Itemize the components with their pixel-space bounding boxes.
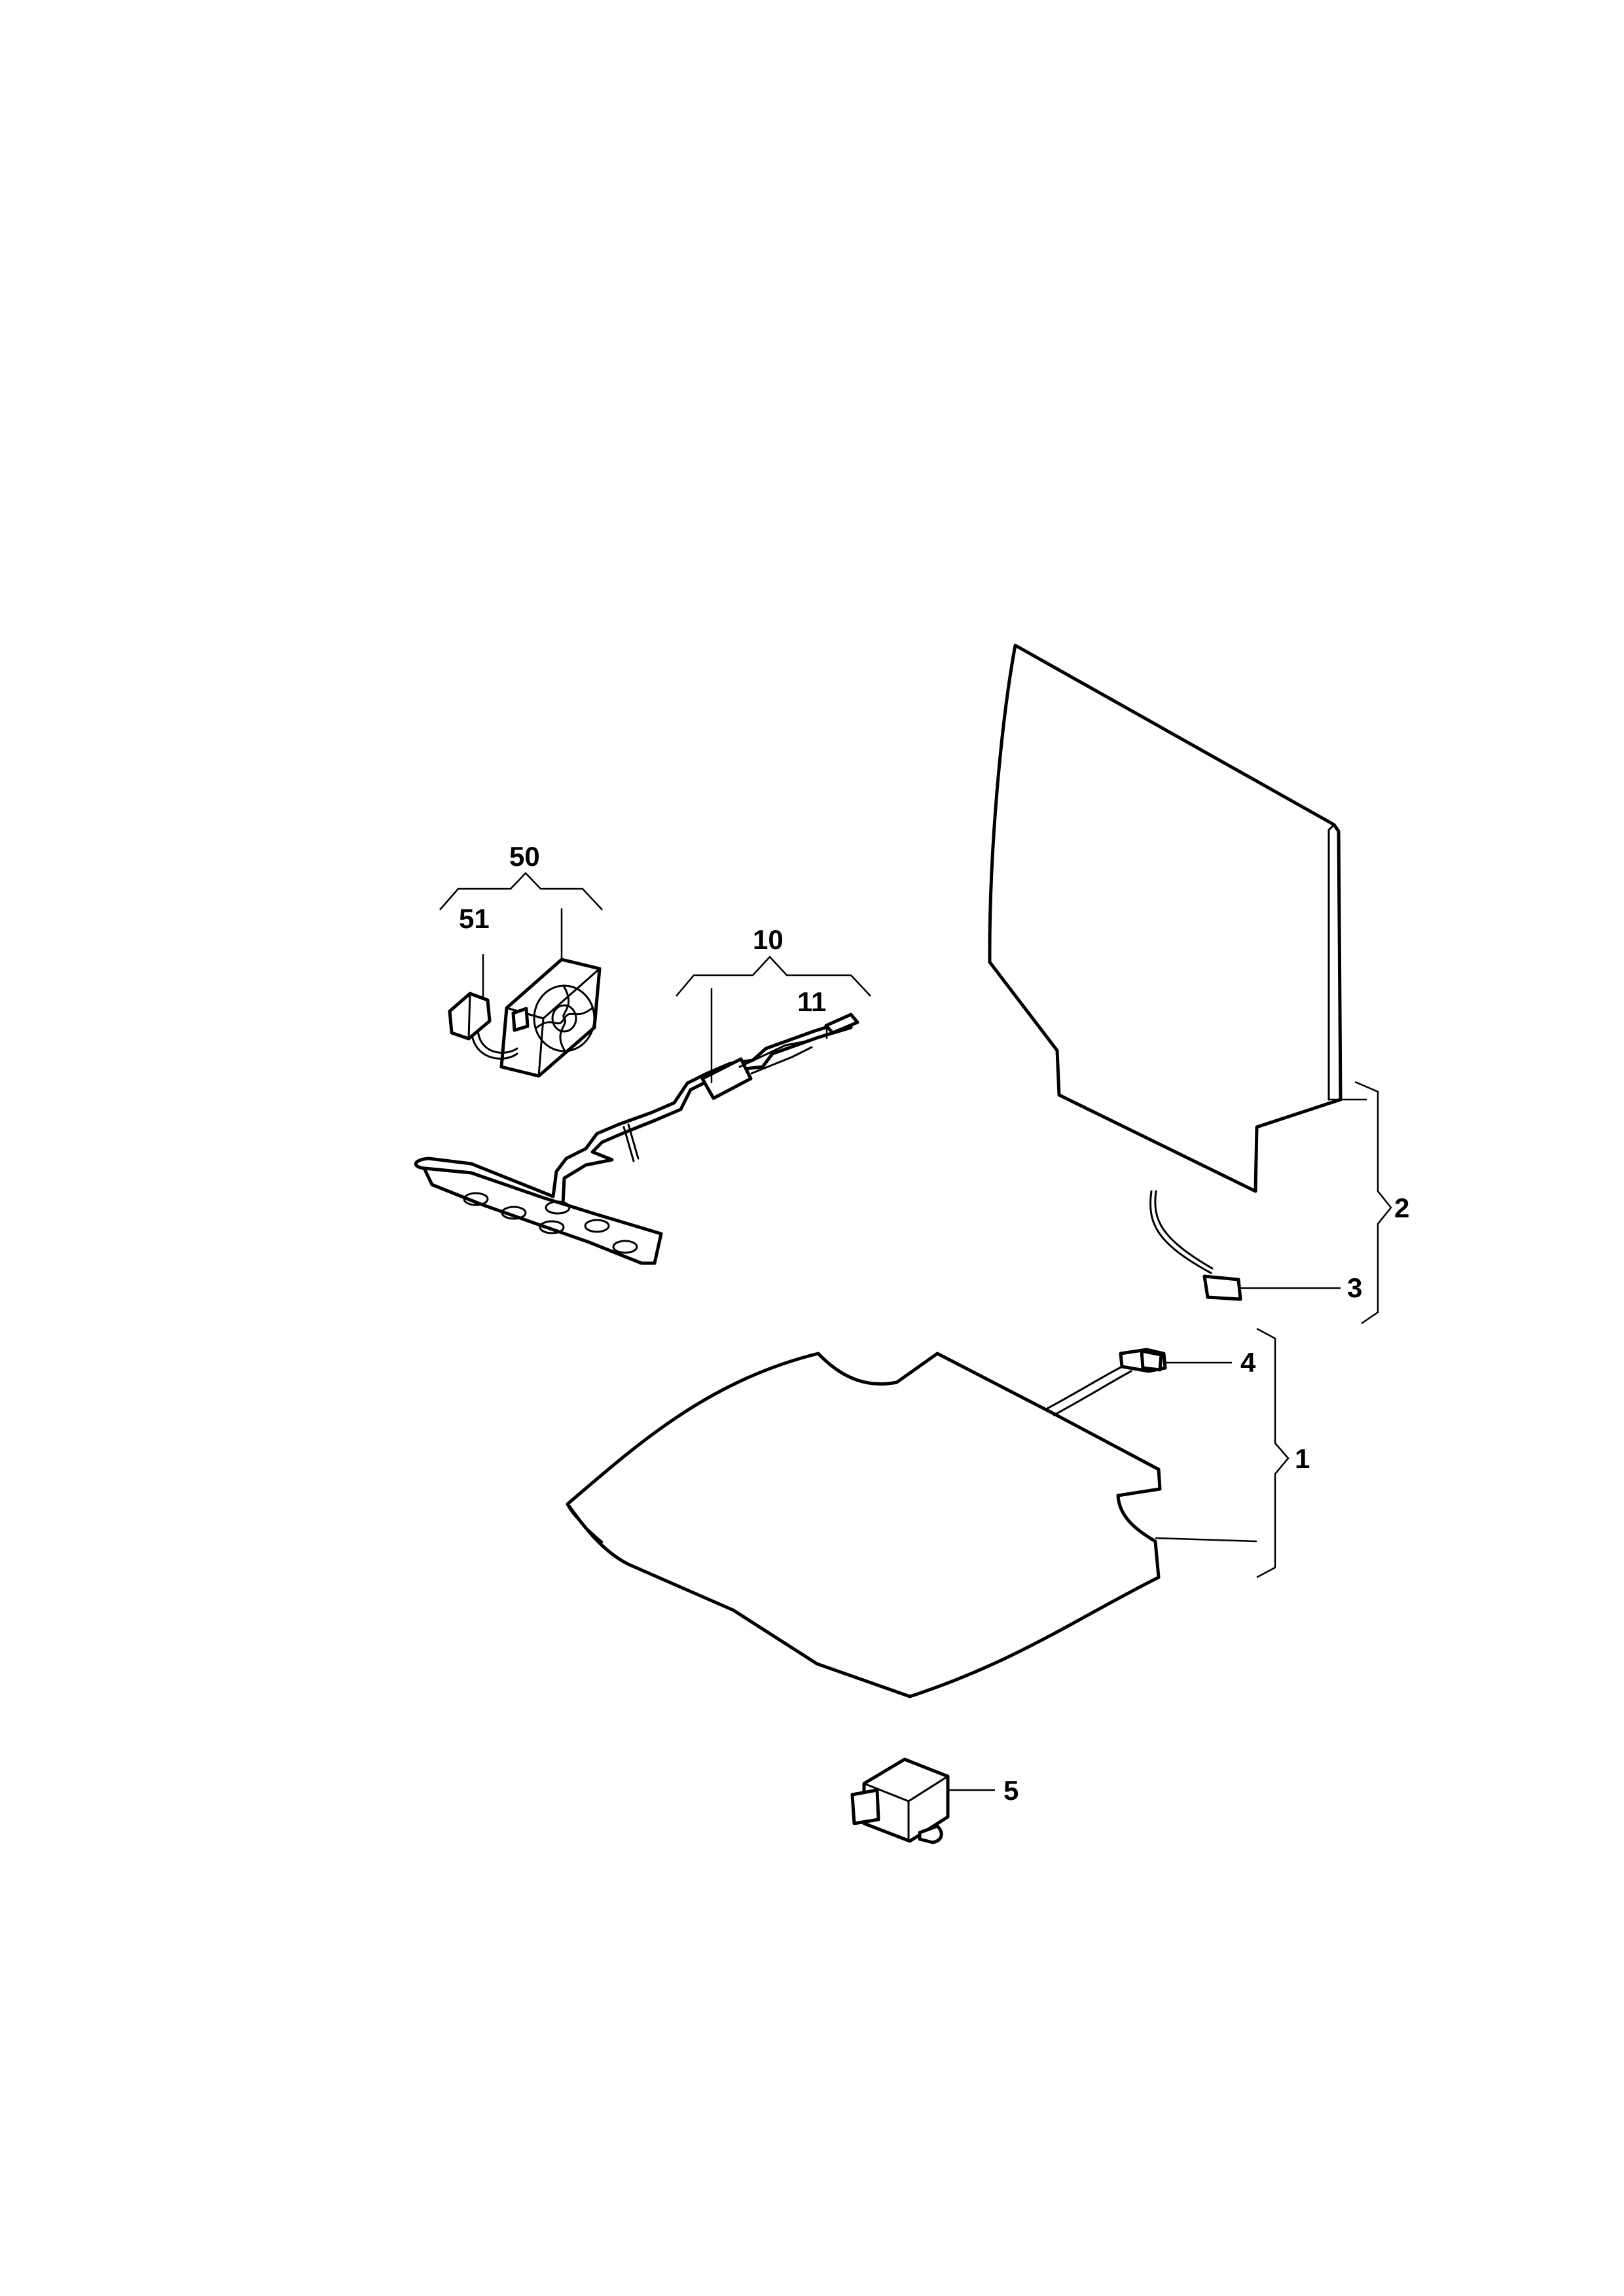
seat-heating-mat (566, 1348, 1167, 1698)
callout-50: 50 (509, 841, 540, 872)
connector-icon (824, 1013, 859, 1035)
connector-icon (448, 992, 492, 1041)
callout-1: 1 (1295, 1443, 1310, 1474)
callout-labels: 50 51 10 11 2 3 4 1 5 (459, 841, 1409, 1806)
callout-10: 10 (753, 924, 784, 955)
seat-sensor-mat (414, 1013, 859, 1265)
callout-3: 3 (1347, 1272, 1362, 1303)
callout-4: 4 (1240, 1347, 1256, 1378)
fan-cable (448, 992, 518, 1060)
callout-5: 5 (1003, 1775, 1019, 1806)
backrest-heating-mat (988, 643, 1343, 1301)
control-unit-icon (850, 1757, 950, 1844)
sensor-pads (463, 1192, 638, 1254)
connector-icon (1202, 1274, 1242, 1301)
connector-icon (1119, 1348, 1167, 1373)
fan-icon (499, 958, 602, 1078)
callout-11: 11 (797, 986, 826, 1017)
leader-lines (439, 872, 1392, 1791)
callout-51: 51 (459, 903, 490, 934)
callout-2: 2 (1394, 1193, 1409, 1223)
